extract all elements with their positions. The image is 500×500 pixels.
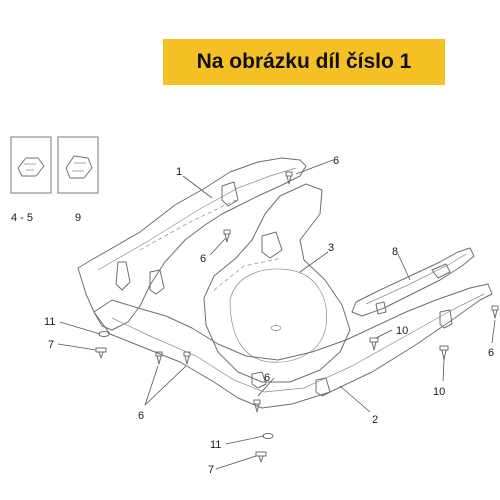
screw-10-upper bbox=[369, 337, 379, 351]
screw-7-lower bbox=[255, 451, 267, 463]
callout-10-upper: 10 bbox=[396, 325, 408, 337]
banner-text: Na obrázku díl číslo 1 bbox=[196, 50, 412, 73]
screw-10-lower bbox=[439, 345, 449, 361]
callout-labels: 1 6 6 3 8 10 10 6 6 2 6 11 7 11 7 4 - 5 … bbox=[11, 155, 494, 476]
callout-6-left: 6 bbox=[138, 410, 144, 422]
callout-3: 3 bbox=[328, 242, 334, 254]
leader-lines bbox=[57, 159, 496, 470]
callout-6-top: 6 bbox=[333, 155, 339, 167]
screw-6-group bbox=[155, 171, 499, 413]
part-8-side-rail bbox=[351, 247, 475, 317]
inset-part-4-5 bbox=[10, 136, 52, 194]
callout-2: 2 bbox=[372, 414, 378, 426]
callout-11-lower: 11 bbox=[210, 439, 221, 451]
callout-6-lower: 6 bbox=[264, 372, 270, 384]
screw-7-upper bbox=[95, 347, 107, 359]
callout-7-lower: 7 bbox=[208, 464, 214, 476]
washer-11-lower bbox=[262, 433, 274, 439]
washer-11-upper bbox=[98, 331, 110, 337]
callout-1: 1 bbox=[176, 166, 182, 178]
callout-4-5: 4 - 5 bbox=[11, 212, 33, 224]
part-2-lower-skirt bbox=[93, 283, 493, 409]
part-number-banner: Na obrázku díl číslo 1 bbox=[163, 39, 445, 85]
part-3-centre-floor bbox=[203, 183, 351, 383]
callout-10-lower: 10 bbox=[433, 386, 445, 398]
callout-7-upper: 7 bbox=[48, 339, 54, 351]
inset-part-9 bbox=[57, 136, 99, 194]
callout-6-right: 6 bbox=[488, 347, 494, 359]
callout-9: 9 bbox=[75, 212, 81, 224]
part-1-upper-shell bbox=[77, 157, 307, 331]
callout-8: 8 bbox=[392, 246, 398, 258]
callout-6-mid: 6 bbox=[200, 253, 206, 265]
callout-11-upper: 11 bbox=[44, 316, 55, 328]
